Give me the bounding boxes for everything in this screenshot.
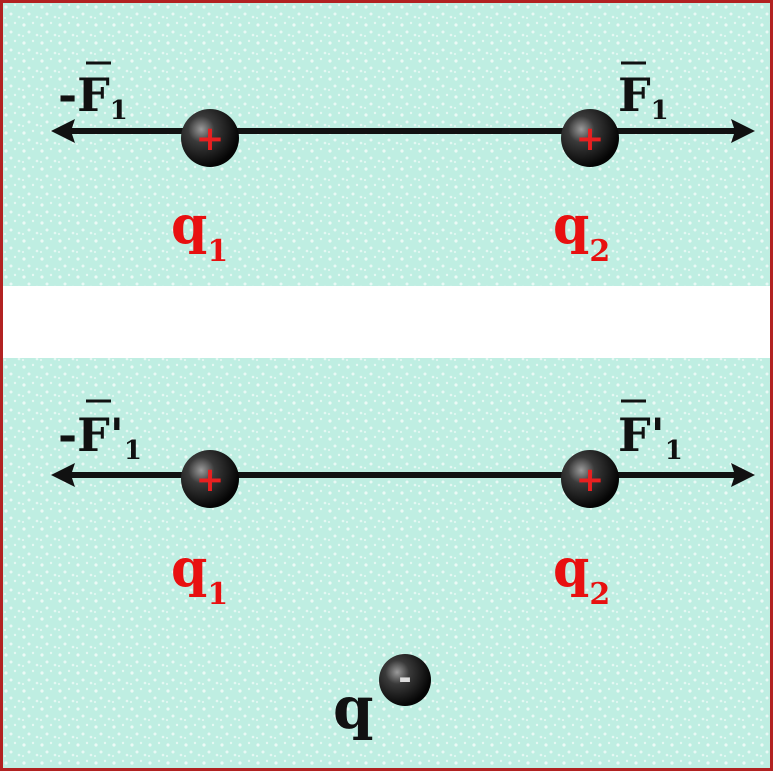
svg-text:-: - [398,659,411,697]
bottom-q2-label: q2 [553,538,610,612]
bottom-right-arrowhead [731,463,755,487]
top-charge-q2: + [561,109,619,167]
coulomb-diagram: -F1 F1 + + q1 q2 [3,3,770,768]
svg-text:+: + [576,119,605,159]
bottom-left-arrowhead [51,463,75,487]
bottom-force-left-label: -F'1 [58,399,142,466]
separator-band [3,286,770,358]
third-charge: - [379,654,431,706]
top-panel: -F1 F1 + + q1 q2 [51,61,755,269]
svg-text:F1: F1 [618,68,669,126]
bottom-charge-q2: + [561,450,619,508]
top-left-arrowhead [51,119,75,143]
svg-text:F'1: F'1 [618,408,683,466]
svg-text:+: + [196,119,225,159]
top-q1-label: q1 [171,195,228,269]
top-force-right-label: F1 [618,61,669,126]
top-q2-label: q2 [553,195,610,269]
bottom-q1-label: q1 [171,538,228,612]
bottom-charge-q1: + [181,450,239,508]
svg-text:+: + [576,460,605,500]
bottom-panel: -F'1 F'1 + + q1 q2 - q [51,399,755,742]
svg-text:-F1: -F1 [58,68,128,126]
third-charge-label: q [333,674,374,742]
top-right-arrowhead [731,119,755,143]
svg-text:-F'1: -F'1 [58,408,142,466]
top-force-left-label: -F1 [58,61,128,126]
bottom-force-right-label: F'1 [618,399,683,466]
top-charge-q1: + [181,109,239,167]
svg-text:+: + [196,460,225,500]
